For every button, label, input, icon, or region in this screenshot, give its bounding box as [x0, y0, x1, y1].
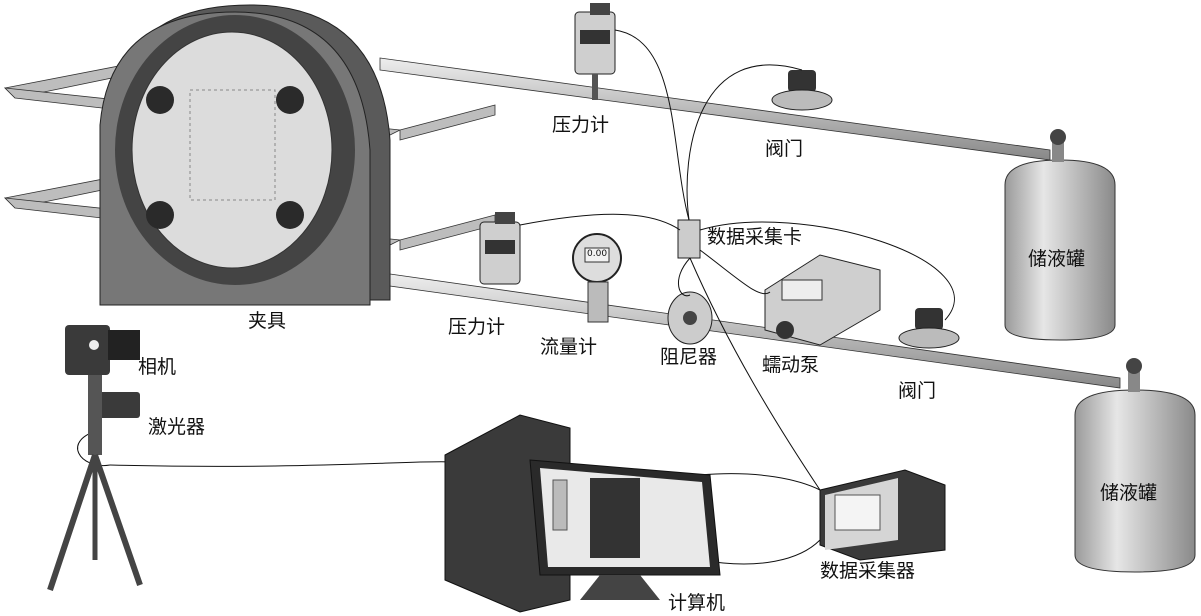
label-daq-card: 数据采集卡 — [707, 226, 803, 248]
label-tank-bottom: 储液罐 — [1100, 482, 1158, 504]
label-data-acquisition-unit: 数据采集器 — [820, 560, 916, 582]
label-peristaltic-pump: 蠕动泵 — [762, 354, 820, 376]
label-pressure-gauge-top: 压力计 — [552, 114, 610, 136]
label-flowmeter: 流量计 — [540, 336, 598, 358]
label-camera: 相机 — [138, 356, 177, 378]
fixture — [99, 4, 391, 306]
pressure-gauge-bottom — [479, 212, 521, 285]
daq-card — [677, 219, 701, 259]
label-damper: 阻尼器 — [660, 346, 718, 368]
valve-bottom — [898, 308, 960, 349]
computer — [444, 414, 721, 613]
damper — [667, 291, 713, 345]
label-fixture: 夹具 — [248, 310, 287, 332]
tank-top — [1004, 129, 1116, 341]
data-acquisition-unit — [819, 469, 946, 561]
label-valve-top: 阀门 — [765, 138, 804, 160]
label-pressure-gauge-bottom: 压力计 — [448, 316, 506, 338]
label-laser: 激光器 — [148, 416, 206, 438]
camera-tripod — [47, 325, 143, 591]
label-valve-bottom: 阀门 — [898, 380, 937, 402]
label-tank-top: 储液罐 — [1028, 248, 1086, 270]
valve-top — [771, 70, 833, 111]
flowmeter — [572, 233, 622, 323]
tank-bottom — [1074, 358, 1196, 573]
label-computer: 计算机 — [668, 592, 726, 614]
pressure-gauge-top — [574, 3, 616, 100]
flowmeter-readout: 0.00 — [587, 249, 608, 259]
peristaltic-pump — [764, 254, 881, 346]
